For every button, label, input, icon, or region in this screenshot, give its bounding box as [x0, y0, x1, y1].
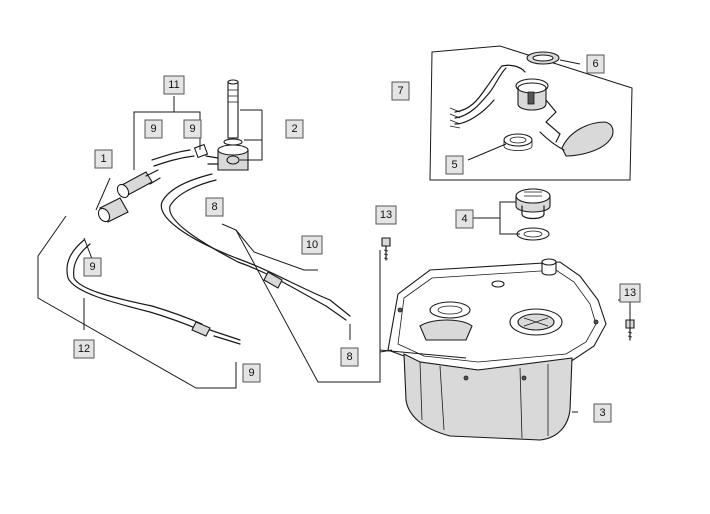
callout-8-valve: 8 — [205, 197, 224, 217]
svg-text:10: 10 — [306, 239, 318, 251]
callout-11: 11 — [163, 75, 185, 95]
svg-text:9: 9 — [189, 123, 195, 135]
svg-text:3: 3 — [599, 407, 605, 419]
svg-text:9: 9 — [150, 123, 156, 135]
fuel-hose-long — [160, 173, 351, 321]
callout-9-hose-lower: 9 — [242, 363, 261, 383]
svg-text:13: 13 — [624, 287, 636, 299]
callout-12: 12 — [73, 339, 95, 359]
svg-text:7: 7 — [397, 85, 403, 97]
callout-1: 1 — [94, 149, 113, 169]
svg-text:11: 11 — [168, 79, 179, 91]
svg-text:8: 8 — [346, 351, 352, 363]
fuel-cap — [515, 188, 551, 241]
callout-2: 2 — [285, 119, 304, 139]
fuel-valve — [205, 79, 249, 171]
callout-7: 7 — [391, 81, 410, 101]
svg-text:1: 1 — [100, 153, 106, 165]
svg-text:8: 8 — [211, 201, 217, 213]
callout-8-hose-end: 8 — [340, 347, 359, 367]
svg-text:6: 6 — [592, 58, 598, 70]
callout-5: 5 — [445, 155, 464, 175]
svg-text:5: 5 — [451, 159, 457, 171]
fuel-filter — [97, 143, 209, 223]
fuel-hose-lower — [66, 239, 241, 345]
callout-9-filter-left: 9 — [144, 119, 163, 139]
callout-10: 10 — [301, 235, 323, 255]
svg-text:2: 2 — [291, 123, 297, 135]
svg-text:9: 9 — [248, 367, 254, 379]
callout-6: 6 — [586, 54, 605, 74]
svg-text:9: 9 — [89, 261, 95, 273]
callout-3: 3 — [593, 403, 612, 423]
svg-text:13: 13 — [380, 209, 392, 221]
callout-13-left: 13 — [375, 205, 397, 225]
callout-9-hose-upper: 9 — [83, 257, 102, 277]
svg-text:12: 12 — [78, 343, 90, 355]
bolt-left — [381, 237, 391, 261]
callout-13-right: 13 — [619, 283, 641, 303]
fuel-tank — [387, 258, 607, 441]
fuel-level-sender-assembly — [429, 45, 633, 181]
svg-text:4: 4 — [461, 213, 467, 225]
callout-4: 4 — [455, 209, 474, 229]
callout-9-filter-right: 9 — [183, 119, 202, 139]
